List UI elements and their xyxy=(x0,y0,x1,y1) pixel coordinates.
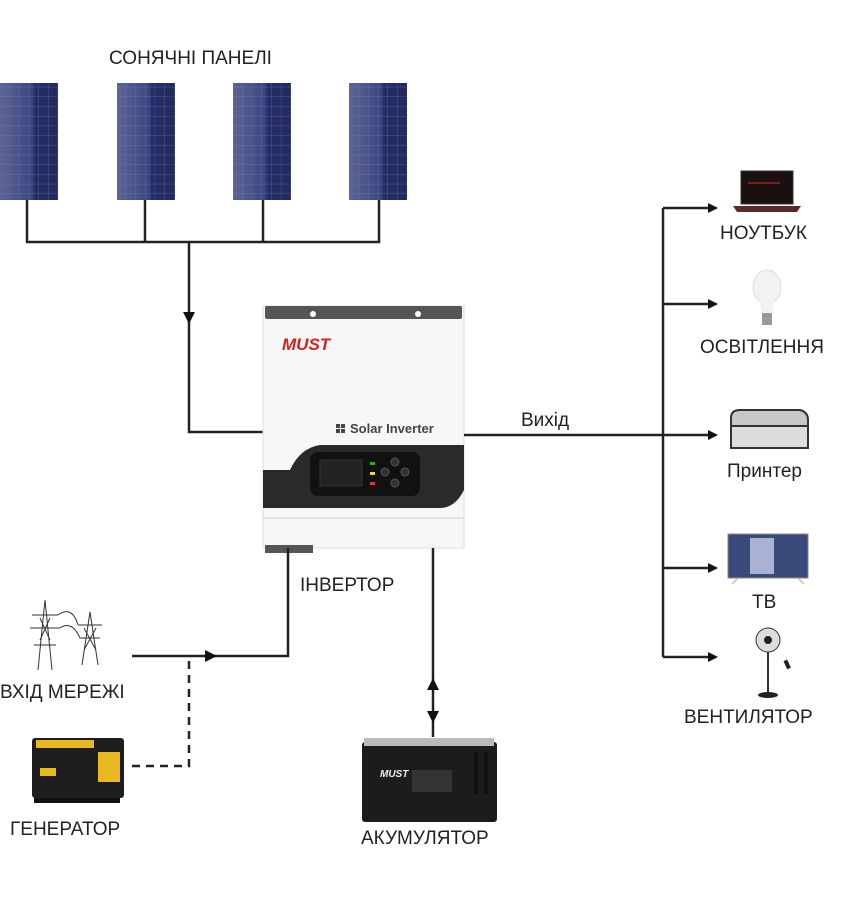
inverter-brand-logo: MUST xyxy=(282,335,332,354)
battery-label: АКУМУЛЯТОР xyxy=(361,828,489,849)
generator-label: ГЕНЕРАТОР xyxy=(10,819,121,840)
grid-input-label: ВХІД МЕРЕЖІ xyxy=(0,682,125,703)
power-tower-icon xyxy=(30,599,102,671)
inverter-label: ІНВЕРТОР xyxy=(300,575,395,596)
generator-icon xyxy=(32,738,124,803)
load-label-lighting: ОСВІТЛЕННЯ xyxy=(700,337,824,358)
output-label: Вихід xyxy=(521,410,570,431)
solar-panels-label: СОНЯЧНІ ПАНЕЛІ xyxy=(109,48,272,69)
load-label-fan: ВЕНТИЛЯТОР xyxy=(684,707,813,728)
grid-to-inverter-line xyxy=(132,548,290,658)
inverter-model-text: Solar Inverter xyxy=(350,421,434,436)
arrow-up-icon xyxy=(427,678,439,690)
solar-panel xyxy=(117,83,175,200)
light-bulb-icon xyxy=(752,269,782,325)
generator-dashed-line xyxy=(132,658,191,768)
fan-icon xyxy=(755,627,791,698)
solar-panel xyxy=(233,83,291,200)
arrow-right-icon xyxy=(205,650,217,662)
tv-icon xyxy=(727,533,809,585)
grid-logo-icon xyxy=(336,424,345,433)
printer-icon xyxy=(730,409,809,449)
battery-icon xyxy=(362,738,497,822)
panel-bus-line xyxy=(25,200,381,244)
solar-to-inverter-line xyxy=(187,242,264,434)
solar-panel xyxy=(349,83,407,200)
solar-panel xyxy=(0,83,58,200)
load-label-tv: ТВ xyxy=(752,592,777,613)
laptop-icon xyxy=(733,170,801,212)
battery-brand-logo: MUST xyxy=(380,769,409,780)
load-label-laptop: НОУТБУК xyxy=(720,223,807,244)
inverter-device xyxy=(262,305,465,553)
load-label-printer: Принтер xyxy=(727,461,802,482)
arrow-down-icon xyxy=(427,711,439,723)
arrow-down-icon xyxy=(183,312,195,324)
